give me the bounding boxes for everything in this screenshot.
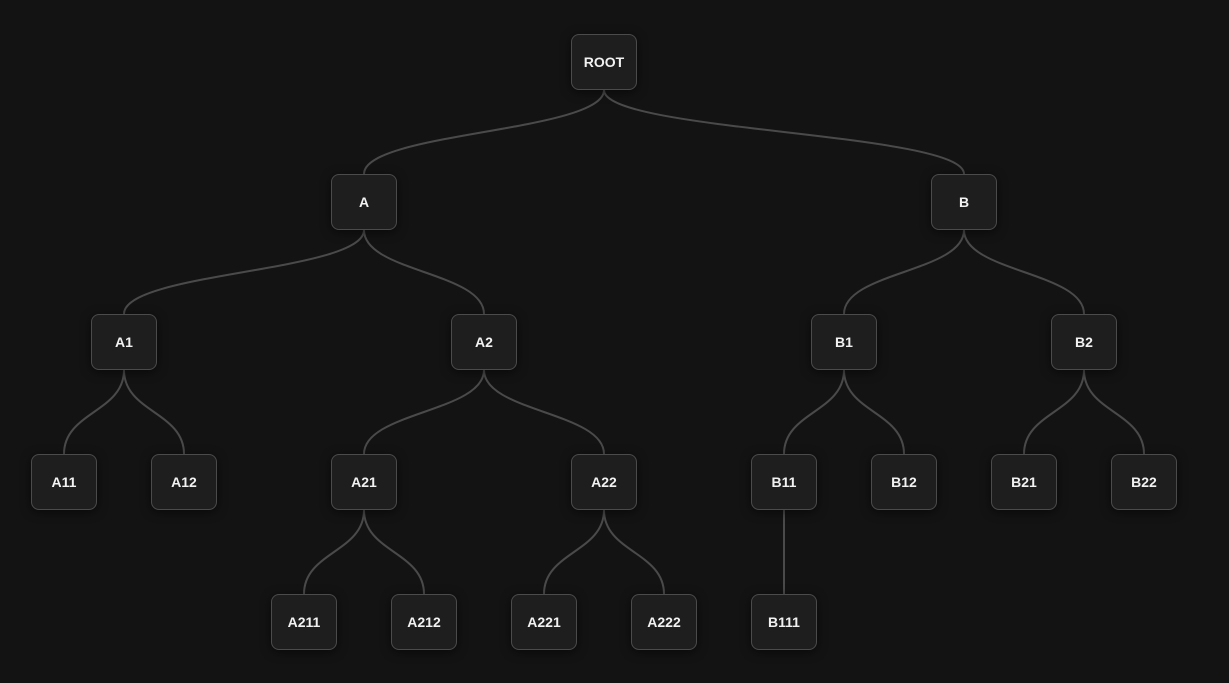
node-a21[interactable]: A21 [331,454,397,510]
edge-root-a [363,89,605,175]
node-a221[interactable]: A221 [511,594,577,650]
edge-b2-b22 [1083,369,1145,455]
node-a2[interactable]: A2 [451,314,517,370]
node-b[interactable]: B [931,174,997,230]
edge-b-b2 [963,229,1085,315]
edge-a22-a221 [543,509,605,595]
node-a12[interactable]: A12 [151,454,217,510]
node-a212[interactable]: A212 [391,594,457,650]
edge-b1-b11 [783,369,845,455]
edge-a2-a22 [483,369,605,455]
edge-a1-a12 [123,369,185,455]
node-b12[interactable]: B12 [871,454,937,510]
edge-root-b [603,89,965,175]
node-b11[interactable]: B11 [751,454,817,510]
edge-a21-a211 [303,509,365,595]
node-a22[interactable]: A22 [571,454,637,510]
node-a[interactable]: A [331,174,397,230]
edge-a21-a212 [363,509,425,595]
node-a11[interactable]: A11 [31,454,97,510]
edge-a1-a11 [63,369,125,455]
node-b2[interactable]: B2 [1051,314,1117,370]
edge-a-a2 [363,229,485,315]
node-b111[interactable]: B111 [751,594,817,650]
node-b22[interactable]: B22 [1111,454,1177,510]
edge-a2-a21 [363,369,485,455]
edge-b-b1 [843,229,965,315]
node-b21[interactable]: B21 [991,454,1057,510]
node-a211[interactable]: A211 [271,594,337,650]
node-b1[interactable]: B1 [811,314,877,370]
node-a222[interactable]: A222 [631,594,697,650]
edge-a-a1 [123,229,365,315]
node-root[interactable]: ROOT [571,34,637,90]
edge-b1-b12 [843,369,905,455]
edge-a22-a222 [603,509,665,595]
node-a1[interactable]: A1 [91,314,157,370]
edge-b2-b21 [1023,369,1085,455]
